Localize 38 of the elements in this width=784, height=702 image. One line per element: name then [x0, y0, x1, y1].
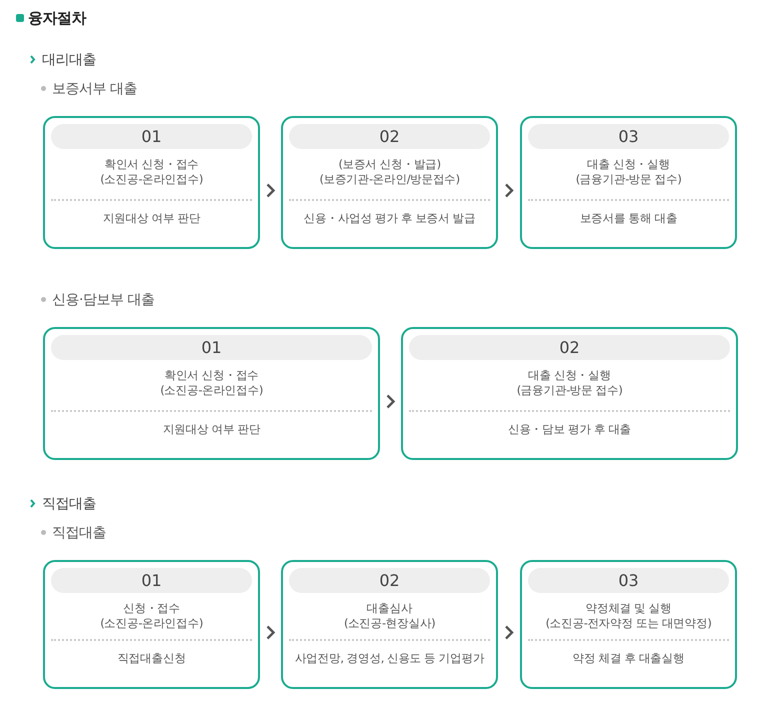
step-description: 약정 체결 후 대출실행 [572, 651, 686, 666]
step-description: 신용・사업성 평가 후 보증서 발급 [302, 211, 476, 226]
step-title: 확인서 신청・접수 (소진공-온라인접수) [159, 368, 264, 398]
step-title: (보증서 신청・발급) (보증기관-온라인/방문접수) [318, 157, 460, 187]
step-description: 사업전망, 경영성, 신용도 등 기업평가 [294, 651, 486, 666]
step-card [43, 116, 260, 249]
step-card [520, 560, 737, 689]
step-description: 지원대상 여부 판단 [102, 211, 202, 226]
step-title: 대출 신청・실행 (금융기관-방문 접수) [516, 368, 624, 398]
title: 융자절차 [28, 9, 86, 28]
step-number: 03 [528, 124, 729, 149]
section-heading: 신용·담보부 대출 [52, 291, 154, 309]
step-description: 보증서를 통해 대출 [578, 211, 678, 226]
step-card [520, 116, 737, 249]
step-number: 01 [51, 124, 252, 149]
step-description: 지원대상 여부 판단 [162, 422, 262, 437]
step-card [43, 560, 260, 689]
step-title: 신청・접수 (소진공-온라인접수) [99, 601, 204, 631]
step-description: 직접대출신청 [116, 651, 187, 666]
step-number: 02 [289, 124, 490, 149]
step-card [281, 560, 498, 689]
step-card [281, 116, 498, 249]
step-title: 약정체결 및 실행 (소진공-전자약정 또는 대면약정) [544, 601, 712, 631]
step-title: 대출심사 (소진공-현장실사) [342, 601, 436, 631]
step-title: 대출 신청・실행 (금융기관-방문 접수) [574, 157, 682, 187]
step-title: 확인서 신청・접수 (소진공-온라인접수) [99, 157, 204, 187]
section-heading: 대리대출 [42, 51, 96, 69]
step-description: 신용・담보 평가 후 대출 [506, 422, 632, 437]
step-number: 01 [51, 568, 252, 593]
step-number: 02 [289, 568, 490, 593]
step-card [401, 327, 738, 460]
step-number: 03 [528, 568, 729, 593]
section-heading: 직접대출 [42, 495, 96, 513]
section-heading: 보증서부 대출 [52, 80, 137, 98]
step-number: 01 [51, 335, 372, 360]
section-heading: 직접대출 [52, 524, 106, 542]
step-card [43, 327, 380, 460]
step-number: 02 [409, 335, 730, 360]
